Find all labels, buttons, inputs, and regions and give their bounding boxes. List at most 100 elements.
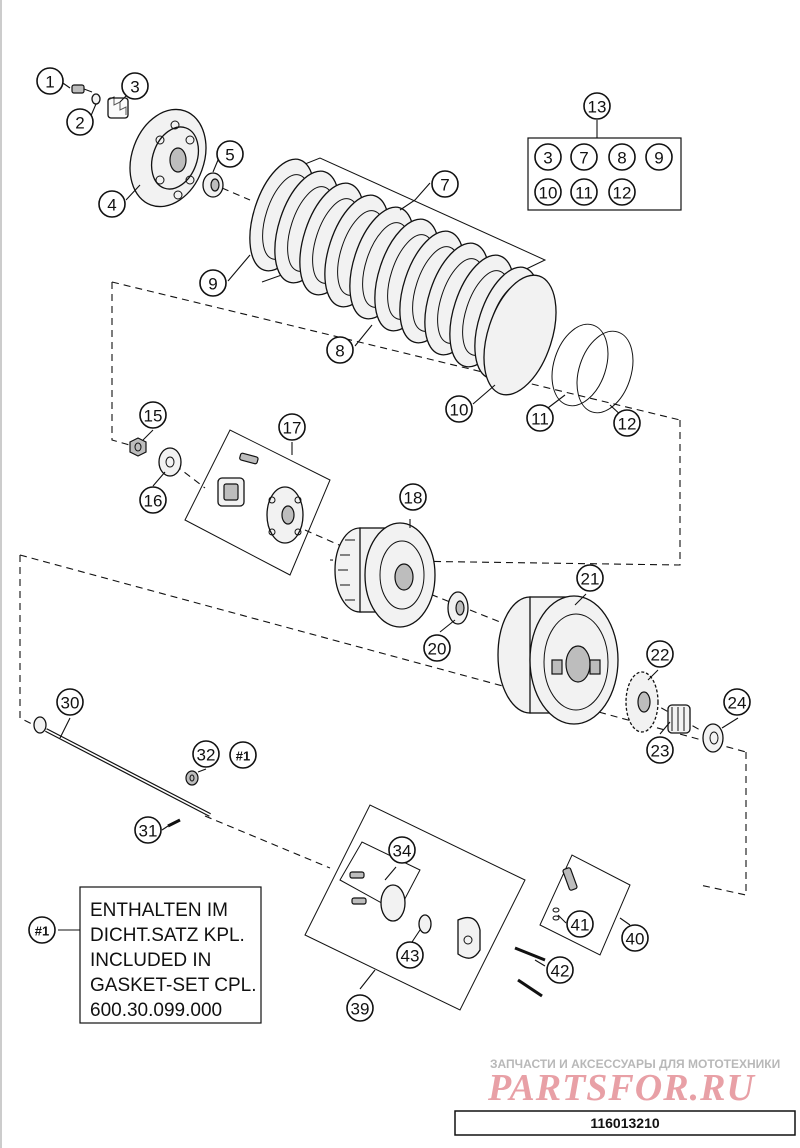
callout-39: 39 bbox=[346, 994, 374, 1022]
callout-5: 5 bbox=[216, 140, 244, 168]
kit-13-member-7-label: 7 bbox=[579, 149, 588, 168]
callout-2-circle bbox=[66, 108, 94, 136]
callout-9: 9 bbox=[199, 269, 227, 297]
callout-11-label: 11 bbox=[531, 410, 549, 429]
callout-30: 30 bbox=[56, 688, 84, 716]
callout-2-label: 2 bbox=[75, 114, 84, 133]
callout-1: 1 bbox=[36, 67, 64, 95]
callout-12-circle bbox=[613, 409, 641, 437]
kit-13-member-12-circle bbox=[608, 178, 636, 206]
callout-8-label: 8 bbox=[335, 342, 344, 361]
kit-13-member-9: 9 bbox=[645, 143, 673, 171]
callout-5-circle bbox=[216, 140, 244, 168]
assembly-lines bbox=[19, 187, 747, 896]
callout-3-label: 3 bbox=[130, 78, 139, 97]
gasket-note: ENTHALTEN IM DICHT.SATZ KPL. INCLUDED IN… bbox=[79, 886, 262, 1024]
part-thrust-washer-20 bbox=[447, 591, 469, 625]
kit-13-member-8: 8 bbox=[608, 143, 636, 171]
callout-34-label: 34 bbox=[393, 842, 412, 861]
callout-16-circle bbox=[139, 486, 167, 514]
kit-13-member-7: 7 bbox=[570, 143, 598, 171]
note-marker: #1 bbox=[28, 916, 56, 944]
part-nut-15 bbox=[129, 437, 147, 457]
kit-13-member-11: 11 bbox=[570, 178, 598, 206]
kit-13-member-10-label: 10 bbox=[539, 184, 558, 203]
note-line-5: 600.30.099.000 bbox=[90, 1000, 222, 1021]
kit-13-member-8-label: 8 bbox=[617, 149, 626, 168]
kit-13-member-8-circle bbox=[608, 143, 636, 171]
note-line-2: DICHT.SATZ KPL. bbox=[90, 925, 245, 946]
callout-9-circle bbox=[199, 269, 227, 297]
callout-43: 43 bbox=[396, 941, 424, 969]
kit-13-member-11-circle bbox=[570, 178, 598, 206]
part-slave-cylinder-39 bbox=[304, 804, 526, 1011]
callout-23-circle bbox=[646, 736, 674, 764]
callout-42: 42 bbox=[546, 956, 574, 984]
callout-7: 7 bbox=[431, 170, 459, 198]
part-bleeder-40 bbox=[539, 854, 631, 956]
callout-39-circle bbox=[346, 994, 374, 1022]
document-number: 116013210 bbox=[590, 1115, 660, 1131]
watermark-subtitle: ЗАПЧАСТИ И АКСЕССУАРЫ ДЛЯ МОТОТЕХНИКИ bbox=[490, 1057, 780, 1071]
callout-41: 41 bbox=[566, 910, 594, 938]
kit-13-member-12-label: 12 bbox=[613, 184, 632, 203]
callout-18-circle bbox=[399, 483, 427, 511]
kit-13-member-12: 12 bbox=[608, 178, 636, 206]
callout-20-circle bbox=[423, 634, 451, 662]
callout-18: 18 bbox=[399, 483, 427, 511]
clutch-disc-outer bbox=[483, 274, 557, 396]
kit-13-member-9-label: 9 bbox=[654, 149, 663, 168]
callout-7-circle bbox=[431, 170, 459, 198]
part-damper-kit-17 bbox=[184, 429, 331, 576]
kit-13-member-11-label: 11 bbox=[575, 184, 593, 203]
callout-16-label: 16 bbox=[144, 492, 163, 511]
callout-23: 23 bbox=[646, 736, 674, 764]
callout-15: 15 bbox=[139, 401, 167, 429]
callout-42-label: 42 bbox=[551, 962, 570, 981]
gasket-ref-marker: #1 bbox=[229, 741, 257, 769]
callout-1-circle bbox=[36, 67, 64, 95]
part-seal-32 bbox=[185, 770, 199, 786]
callout-23-label: 23 bbox=[651, 742, 670, 761]
note-marker-circle bbox=[28, 916, 56, 944]
callout-11: 11 bbox=[526, 404, 554, 432]
callout-13: 13 bbox=[583, 92, 611, 120]
callout-34: 34 bbox=[388, 836, 416, 864]
callout-30-label: 30 bbox=[61, 694, 80, 713]
callout-30-circle bbox=[56, 688, 84, 716]
callout-4: 4 bbox=[98, 190, 126, 218]
callout-40-circle bbox=[621, 924, 649, 952]
callout-20: 20 bbox=[423, 634, 451, 662]
callout-31: 31 bbox=[134, 816, 162, 844]
callout-24-label: 24 bbox=[728, 694, 747, 713]
document-number-box: 116013210 bbox=[454, 1110, 796, 1136]
callout-32: 32 bbox=[192, 740, 220, 768]
note-line-3: INCLUDED IN bbox=[90, 950, 211, 971]
kit-13-member-3-label: 3 bbox=[543, 149, 552, 168]
part-pressure-plate-4 bbox=[129, 108, 207, 208]
callout-12: 12 bbox=[613, 409, 641, 437]
part-gear-22 bbox=[625, 671, 659, 733]
watermark: ЗАПЧАСТИ И АКСЕССУАРЫ ДЛЯ МОТОТЕХНИКИ PA… bbox=[487, 1057, 780, 1109]
part-ring-12 bbox=[576, 330, 634, 414]
callout-20-label: 20 bbox=[428, 640, 447, 659]
callout-8-circle bbox=[326, 336, 354, 364]
callout-21-label: 21 bbox=[581, 570, 600, 589]
callout-4-label: 4 bbox=[107, 196, 116, 215]
callout-24-circle bbox=[723, 688, 751, 716]
part-inner-clutch-hub-18 bbox=[334, 522, 436, 628]
callout-22-circle bbox=[646, 640, 674, 668]
callout-17-label: 17 bbox=[283, 419, 302, 438]
callout-41-circle bbox=[566, 910, 594, 938]
part-needle-bearing-23 bbox=[667, 704, 691, 734]
kit-13-member-3: 3 bbox=[534, 143, 562, 171]
callout-8: 8 bbox=[326, 336, 354, 364]
kit-13-member-7-circle bbox=[570, 143, 598, 171]
callout-41-label: 41 bbox=[571, 916, 590, 935]
callout-43-circle bbox=[396, 941, 424, 969]
callout-32-label: 32 bbox=[197, 746, 216, 765]
callout-10-circle bbox=[445, 395, 473, 423]
callout-15-label: 15 bbox=[144, 407, 163, 426]
callout-7-label: 7 bbox=[440, 176, 449, 195]
